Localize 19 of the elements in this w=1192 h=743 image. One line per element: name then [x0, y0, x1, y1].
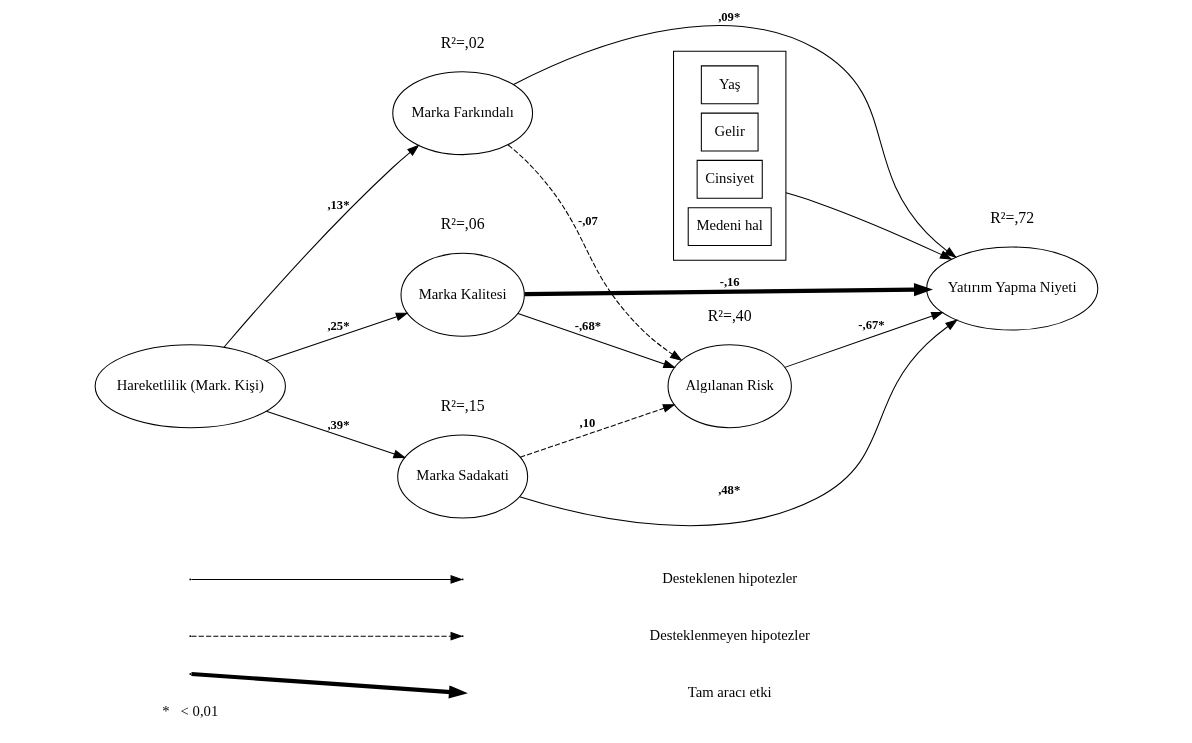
- legend-label: Tam aracı etki: [687, 683, 772, 700]
- edge-label: ,10: [579, 415, 595, 430]
- edge-label: -,68*: [574, 319, 601, 334]
- legend-label: Desteklenmeyen hipotezler: [649, 627, 810, 644]
- node-label: R²=,40: [707, 306, 752, 324]
- node-label: R²=,06: [440, 215, 485, 233]
- node-label: R²=,72: [989, 208, 1034, 226]
- edge-label: -,67*: [857, 318, 885, 333]
- node-label: R²=,02: [440, 33, 485, 51]
- edge-label: -,16: [719, 275, 740, 290]
- edge-label: ,09*: [717, 10, 740, 25]
- node-label: R²=,15: [440, 396, 485, 414]
- edge-label: -,07: [577, 214, 598, 229]
- edge-label: ,48*: [717, 482, 740, 497]
- edge-label: ,39*: [326, 417, 349, 432]
- edge-label: ,13*: [326, 198, 349, 213]
- legend-label: Desteklenen hipotezler: [661, 570, 797, 587]
- label: * < 0,01: [161, 702, 218, 719]
- edge-label: ,25*: [326, 319, 349, 334]
